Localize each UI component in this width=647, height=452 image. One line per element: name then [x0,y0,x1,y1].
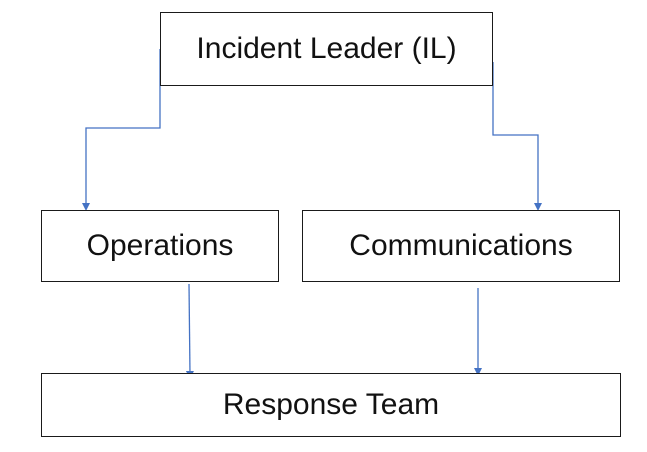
connector-operations-to-response-team [185,283,194,379]
operations-node: Operations [41,210,279,282]
response-team-label: Response Team [222,388,440,421]
communications-node: Communications [302,210,620,282]
connector-il-to-operations [82,49,161,211]
operations-label: Operations [86,229,234,262]
incident-leader-node: Incident Leader (IL) [160,12,493,86]
connector-il-to-communications [492,62,542,211]
communications-label: Communications [349,229,573,262]
incident-leader-label: Incident Leader (IL) [196,32,457,65]
response-team-node: Response Team [41,373,621,437]
